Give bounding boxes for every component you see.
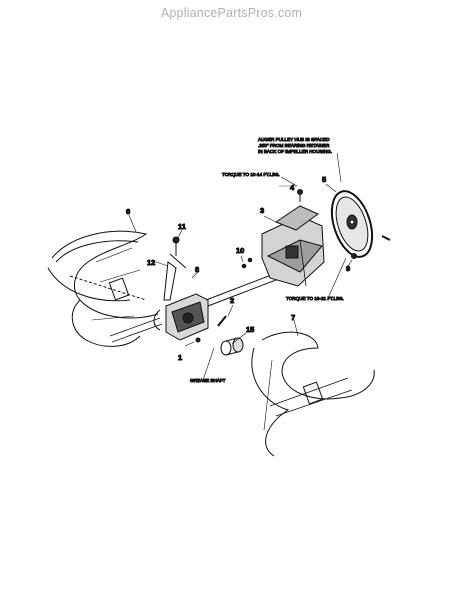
grease-shaft-note: GREASE SHAFT bbox=[190, 378, 226, 383]
right-auger-flighting bbox=[251, 331, 375, 457]
shift-lever bbox=[163, 253, 187, 301]
callout-12: 12 bbox=[147, 258, 155, 267]
callout-2: 2 bbox=[230, 296, 234, 305]
callout-5: 5 bbox=[322, 175, 326, 184]
torque-note-top: TORQUE TO 10-14 FT.LBS. bbox=[222, 172, 280, 177]
pulley-hub-note-line-1: AUGER PULLEY HUB IS SPACED bbox=[258, 137, 330, 142]
callout-15: 15 bbox=[246, 325, 254, 334]
grease-fitting bbox=[172, 236, 180, 256]
pulley-hub-note-line-2: .250" FROM BEARING RETAINER bbox=[258, 143, 330, 148]
leader-lines bbox=[128, 152, 353, 381]
callout-10: 10 bbox=[236, 246, 244, 255]
callout-7: 7 bbox=[291, 313, 295, 322]
callout-3: 3 bbox=[260, 206, 264, 215]
callout-numbers: 1 2 3 4 5 6 7 8 9 10 11 12 15 bbox=[126, 175, 351, 363]
hardware-pieces bbox=[195, 189, 391, 343]
spacer-bushing bbox=[220, 337, 244, 356]
gearbox-housing bbox=[153, 293, 209, 341]
callout-1: 1 bbox=[178, 353, 182, 362]
callout-11: 11 bbox=[178, 222, 186, 231]
site-watermark: AppliancePartsPros.com bbox=[160, 6, 303, 20]
auger-pulley bbox=[330, 190, 374, 258]
callout-6: 6 bbox=[126, 207, 130, 216]
pulley-hub-note-line-3: IN BACK OF IMPELLER HOUSING. bbox=[258, 149, 332, 154]
callout-9: 9 bbox=[346, 264, 350, 273]
callout-8: 8 bbox=[195, 265, 199, 274]
callout-4: 4 bbox=[290, 183, 295, 192]
impeller bbox=[261, 205, 325, 287]
left-auger-flighting bbox=[47, 230, 159, 347]
torque-note-bottom: TORQUE TO 16-21 FT.LBS. bbox=[286, 296, 344, 301]
assembly-notes: AUGER PULLEY HUB IS SPACED .250" FROM BE… bbox=[190, 137, 345, 384]
